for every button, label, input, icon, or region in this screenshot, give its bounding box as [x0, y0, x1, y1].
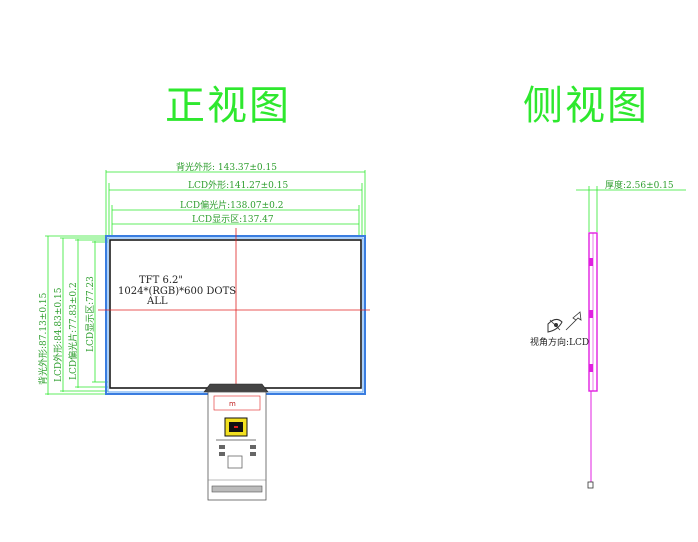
- svg-text:m: m: [229, 400, 236, 408]
- dim-polarizer-width: LCD偏光片:138.07±0.2: [180, 199, 283, 211]
- front-view-title: 正视图: [165, 83, 291, 129]
- side-view: 厚度:2.56±0.15 视角方向:LCD: [530, 179, 686, 489]
- panel-label-all: ALL: [146, 296, 168, 307]
- fpc-connector: m: [203, 383, 269, 501]
- view-arrow-icon: [565, 311, 582, 331]
- dim-backlight-width: 背光外形: 143.37±0.15: [176, 161, 277, 173]
- eye-icon: [547, 318, 563, 333]
- dim-active-width: LCD显示区:137.47: [192, 214, 274, 225]
- dim-lcd-width: LCD外形:141.27±0.15: [188, 179, 288, 191]
- dim-polarizer-height: LCD偏光片:77.83±0.2: [67, 282, 79, 380]
- dim-active-height: LCD显示区:77.23: [85, 276, 96, 352]
- dim-thickness: 厚度:2.56±0.15: [605, 179, 674, 191]
- dim-backlight-height: 背光外形:87.13±0.15: [37, 292, 49, 385]
- side-view-title: 侧视图: [523, 83, 649, 129]
- dim-lcd-height: LCD外形:84.83±0.15: [52, 287, 64, 382]
- panel-label-size: TFT 6.2": [139, 275, 183, 286]
- active-area-outline: [109, 239, 362, 389]
- view-direction-label: 视角方向:LCD: [530, 336, 589, 348]
- panel-label-resolution: 1024*(RGB)*600 DOTS: [118, 286, 236, 297]
- front-view: 背光外形: 143.37±0.15 LCD外形:141.27±0.15 LCD偏…: [37, 161, 370, 501]
- lcd-outline: [107, 237, 364, 393]
- backlight-outline: [105, 235, 366, 395]
